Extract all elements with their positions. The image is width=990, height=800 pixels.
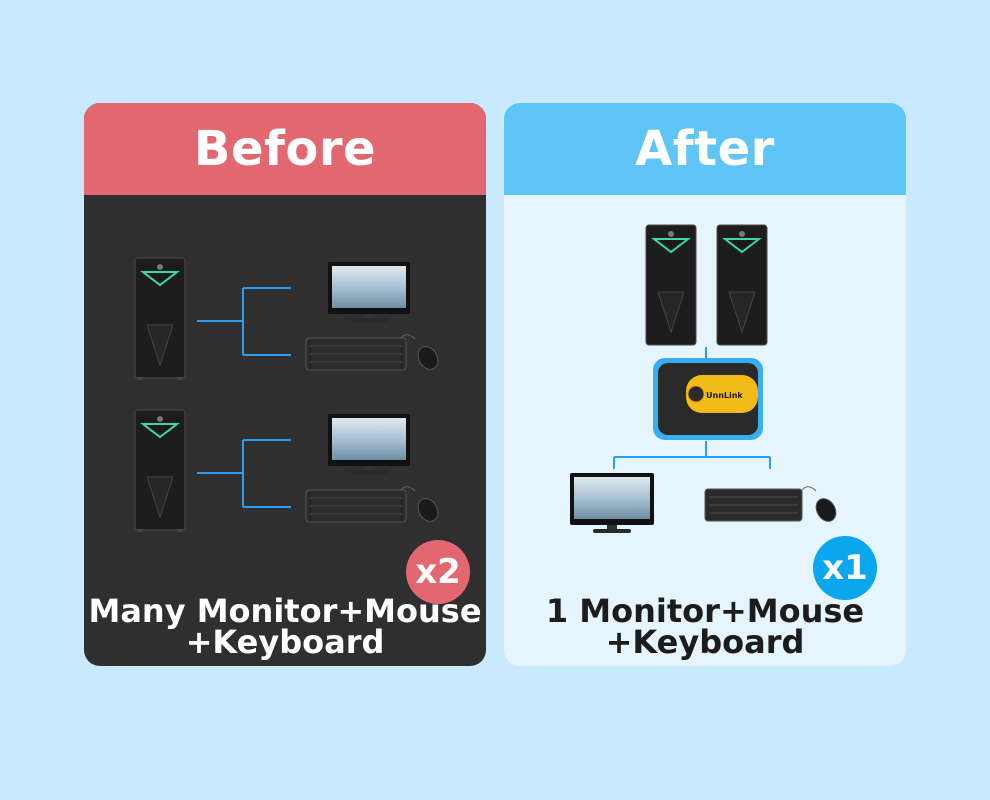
pc-tower-icon: [134, 409, 186, 532]
after-illustration: UnnLink: [504, 195, 906, 666]
before-count-badge: x2: [406, 540, 470, 604]
keyboard-icon: [305, 489, 407, 523]
after-caption: 1 Monitor+Mouse +Keyboard: [504, 592, 906, 661]
monitor-icon: [328, 414, 410, 474]
connector-lines: [197, 439, 291, 508]
mouse-icon: [801, 486, 837, 522]
keyboard-icon: [305, 337, 407, 371]
after-count-badge: x1: [813, 536, 877, 600]
after-caption-line1: 1 Monitor+Mouse: [545, 592, 865, 630]
monitor-icon: [328, 262, 410, 322]
after-card: After: [504, 103, 906, 666]
pc-tower-icon: [134, 257, 186, 380]
before-caption-line1: Many Monitor+Mouse: [88, 592, 482, 630]
after-count-text: x1: [822, 548, 868, 588]
connector-lines: [613, 441, 771, 469]
before-caption-line2: +Keyboard: [185, 623, 385, 661]
before-caption: Many Monitor+Mouse +Keyboard: [84, 592, 486, 661]
after-title: After: [635, 121, 775, 177]
connector-lines: [197, 287, 291, 356]
mouse-icon: [400, 334, 439, 370]
before-count-text: x2: [415, 552, 461, 592]
kvm-switch-icon: UnnLink: [653, 358, 763, 440]
before-title: Before: [193, 121, 377, 177]
keyboard-icon: [704, 488, 803, 522]
before-header: Before: [84, 103, 486, 195]
mouse-icon: [400, 486, 439, 522]
kvm-brand-label: UnnLink: [706, 391, 743, 400]
pc-tower-icon: [645, 224, 697, 346]
after-header: After: [504, 103, 906, 195]
before-illustration: [84, 195, 486, 666]
before-card: Before: [84, 103, 486, 666]
monitor-icon: [570, 473, 654, 533]
after-caption-line2: +Keyboard: [605, 623, 805, 661]
pc-tower-icon: [716, 224, 768, 346]
